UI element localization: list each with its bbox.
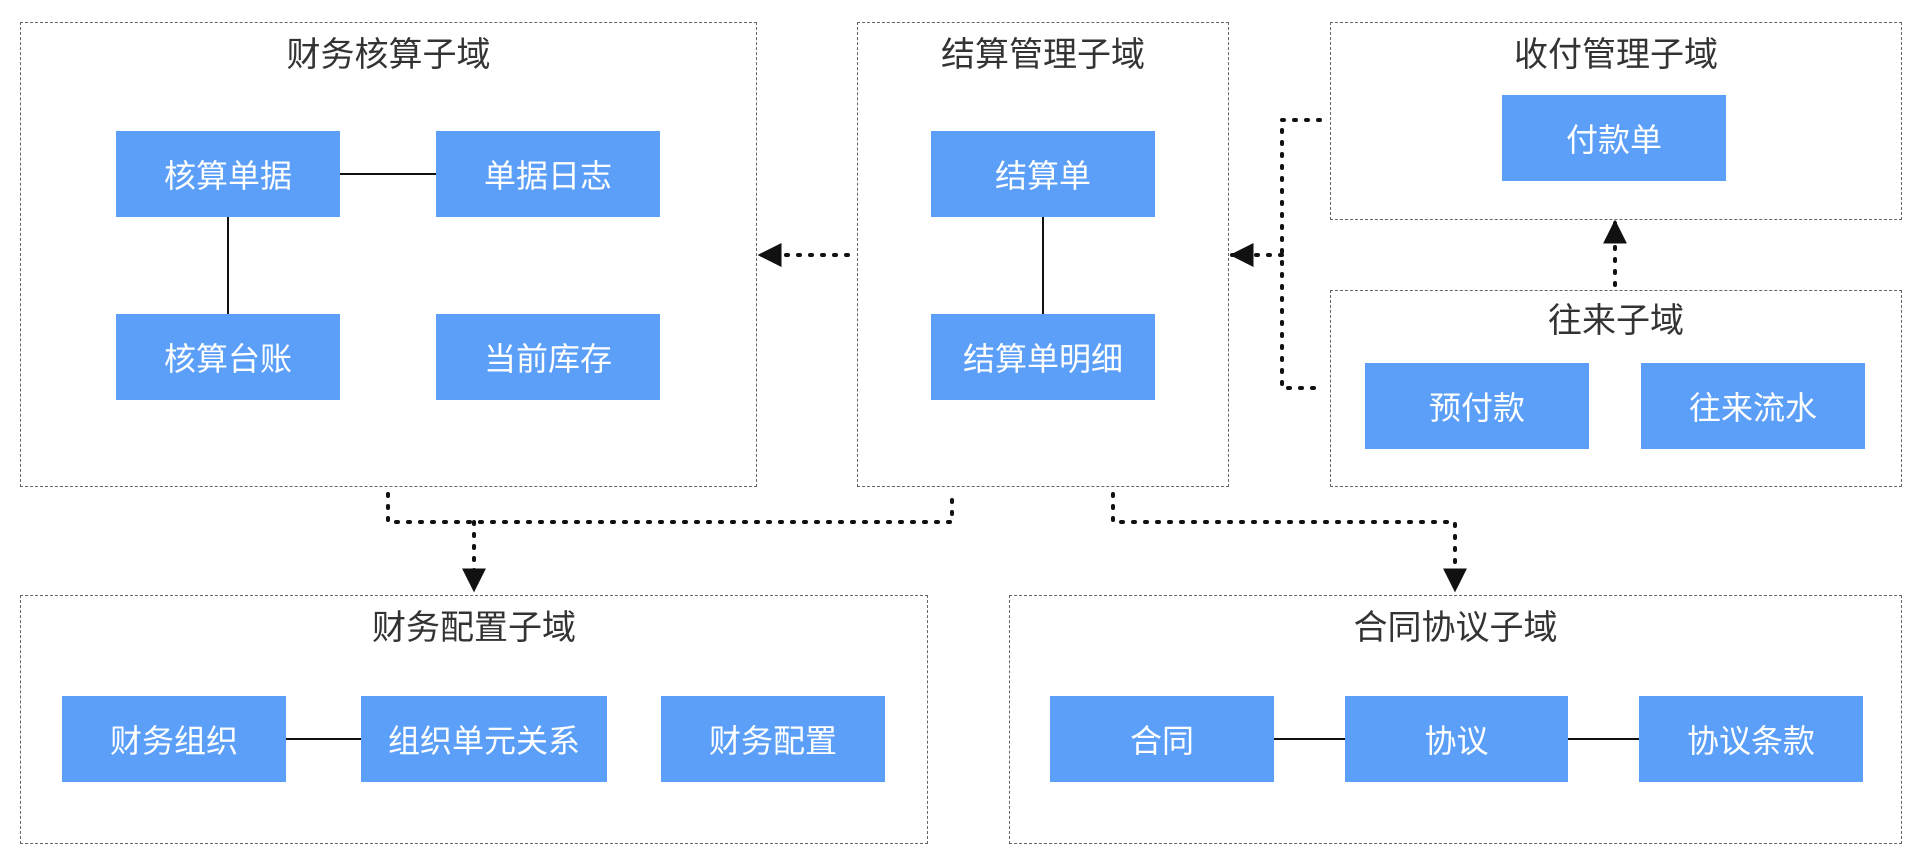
entity-accounting-ledger: 核算台账 (116, 314, 340, 400)
domain-contract: 合同协议子域 (1009, 595, 1902, 844)
entity-org-unit-relation: 组织单元关系 (361, 696, 607, 782)
domain-title-current-account: 往来子域 (1548, 301, 1684, 341)
entity-agreement-terms: 协议条款 (1639, 696, 1863, 782)
entity-statement: 结算单 (931, 131, 1155, 217)
entity-statement-detail: 结算单明细 (931, 314, 1155, 400)
domain-current-account: 往来子域 (1330, 290, 1902, 487)
entity-finance-setting: 财务配置 (661, 696, 885, 782)
domain-settlement: 结算管理子域 (857, 22, 1229, 487)
entity-transaction-flow: 往来流水 (1641, 363, 1865, 449)
entity-agreement: 协议 (1345, 696, 1568, 782)
domain-title-payment: 收付管理子域 (1514, 35, 1718, 75)
entity-contract: 合同 (1050, 696, 1274, 782)
domain-title-settlement: 结算管理子域 (941, 35, 1145, 75)
entity-accounting-voucher: 核算单据 (116, 131, 340, 217)
domain-title-contract: 合同协议子域 (1353, 608, 1558, 648)
domain-payment: 收付管理子域 (1330, 22, 1902, 220)
entity-current-inventory: 当前库存 (436, 314, 660, 400)
entity-prepayment: 预付款 (1365, 363, 1589, 449)
entity-voucher-log: 单据日志 (436, 131, 660, 217)
entity-finance-org: 财务组织 (62, 696, 286, 782)
arrow-to-finance-config (386, 492, 954, 590)
entity-payment-order: 付款单 (1502, 95, 1726, 181)
arrow-payment-current-to-settlement (1232, 118, 1322, 390)
domain-title-finance-accounting: 财务核算子域 (286, 35, 491, 75)
arrow-settlement-to-contract (1111, 492, 1467, 593)
domain-finance-accounting: 财务核算子域 (20, 22, 757, 487)
